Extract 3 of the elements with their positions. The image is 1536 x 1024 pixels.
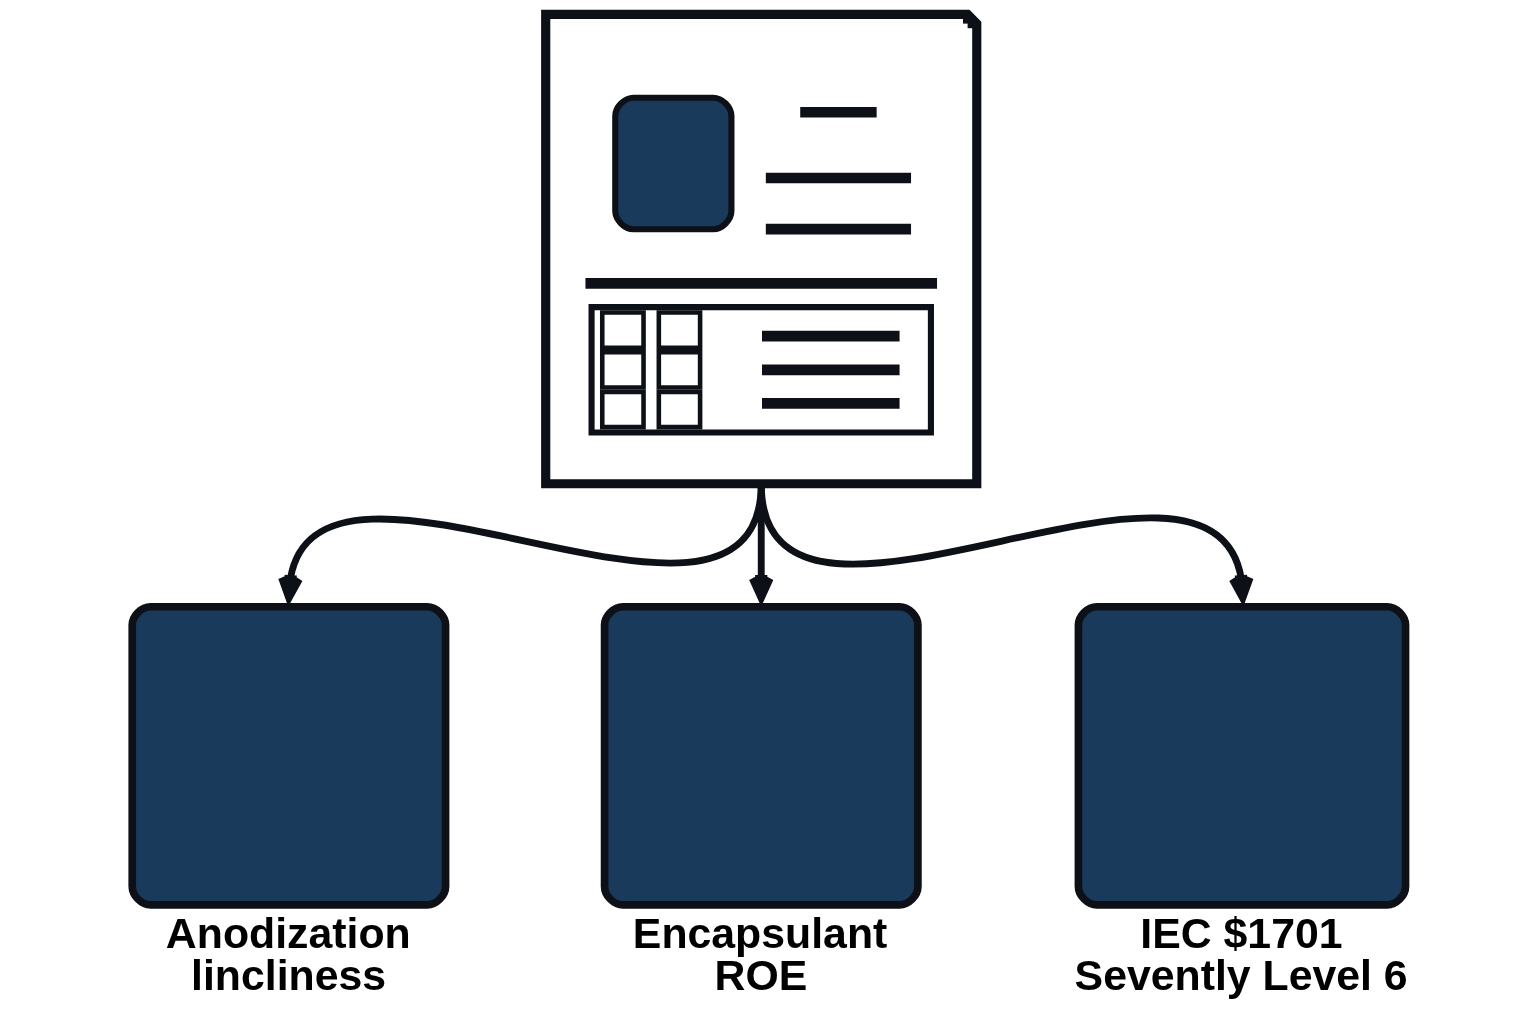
node-label: Encapsulant ROE [632,908,887,1000]
node-label: IEC $1701 Sevently Level 6 [1074,908,1408,1000]
node-label: Anodization lincliness [165,908,411,1000]
